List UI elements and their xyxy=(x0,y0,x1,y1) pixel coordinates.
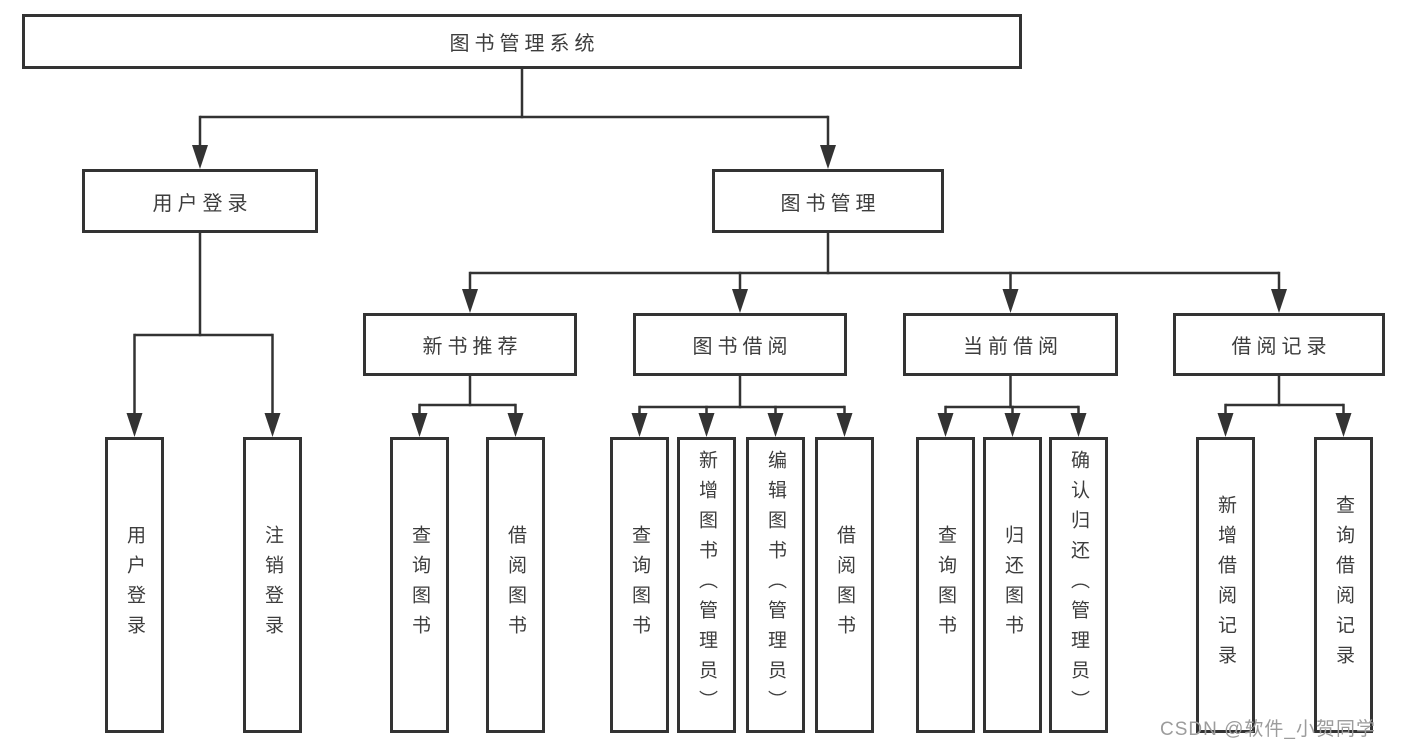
leaf-return-books: 归还图书 xyxy=(983,437,1042,733)
leaf-borrow-books: 借阅图书 xyxy=(815,437,874,733)
leaf-query-borrow-record: 查询借阅记录 xyxy=(1314,437,1373,733)
leaf-add-borrow-record: 新增借阅记录 xyxy=(1196,437,1255,733)
csdn-watermark: CSDN @软件_小贺同学 xyxy=(1160,719,1376,740)
node-current-borrow: 当前借阅 xyxy=(903,313,1118,376)
node-user-login: 用户登录 xyxy=(82,169,318,233)
node-new-book-recommend: 新书推荐 xyxy=(363,313,577,376)
leaf-edit-books-admin: 编辑图书（管理员） xyxy=(746,437,805,733)
leaf-user-login: 用户登录 xyxy=(105,437,164,733)
node-library-management-system: 图书管理系统 xyxy=(22,14,1022,69)
node-book-borrow: 图书借阅 xyxy=(633,313,847,376)
leaf-logout-login: 注销登录 xyxy=(243,437,302,733)
leaf-confirm-return-admin: 确认归还（管理员） xyxy=(1049,437,1108,733)
leaf-query-books-current: 查询图书 xyxy=(916,437,975,733)
node-book-management: 图书管理 xyxy=(712,169,944,233)
leaf-query-books-recommend: 查询图书 xyxy=(390,437,449,733)
leaf-borrow-books-recommend: 借阅图书 xyxy=(486,437,545,733)
node-borrow-records: 借阅记录 xyxy=(1173,313,1385,376)
leaf-query-books-borrow: 查询图书 xyxy=(610,437,669,733)
leaf-add-books-admin: 新增图书（管理员） xyxy=(677,437,736,733)
